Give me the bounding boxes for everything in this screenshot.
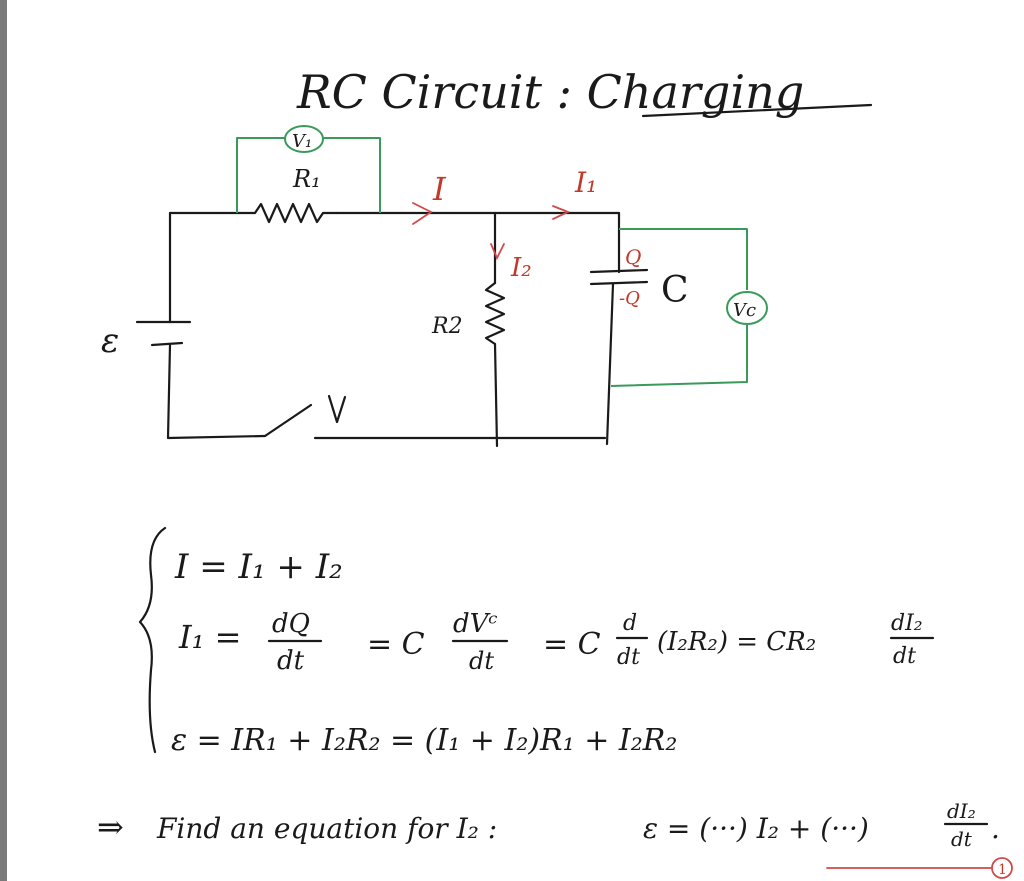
r1-label: R₁ <box>292 165 321 193</box>
switch-blade <box>263 403 313 438</box>
find-equation-prompt: ⇒ Find an equation for I₂ : ε = (···) I₂… <box>97 799 1000 851</box>
svg-text:dVᶜ: dVᶜ <box>453 609 498 639</box>
implies-arrow: ⇒ <box>97 808 124 846</box>
resistor-r1 <box>237 202 339 224</box>
capacitor-label: C <box>661 270 689 311</box>
equation-emf-loop: ε = IR₁ + I₂R₂ = (I₁ + I₂)R₁ + I₂R₂ <box>171 723 677 758</box>
current-i2-arrow <box>490 243 505 261</box>
title-underline <box>641 103 873 118</box>
voltmeter-vc <box>726 291 768 325</box>
equation-number-marker: 1 <box>826 857 1013 879</box>
svg-text:dt: dt <box>277 646 305 676</box>
svg-text:dt: dt <box>951 827 973 851</box>
current-i2-label: I₂ <box>510 253 532 283</box>
equation-current-capacitor: I₁ = dQ dt = C dVᶜ dt = C d dt (I₂R₂) = … <box>178 609 935 676</box>
svg-text:dI₂: dI₂ <box>947 799 976 823</box>
resistor-r2 <box>484 281 506 346</box>
svg-text:dQ: dQ <box>272 609 310 639</box>
main-circuit <box>135 202 649 448</box>
svg-text:dt: dt <box>893 644 916 669</box>
prompt-text: Find an equation for I₂ : <box>156 812 497 845</box>
voltmeter-v1-label: V₁ <box>292 131 312 152</box>
svg-text:(I₂R₂) = CR₂: (I₂R₂) = CR₂ <box>657 627 816 657</box>
r2-label: R2 <box>431 314 463 339</box>
svg-text:= C: = C <box>543 627 601 662</box>
current-annotations: I I₁ I₂ Q -Q <box>412 166 641 309</box>
prompt-rhs: ε = (···) I₂ + (···) <box>643 812 869 845</box>
emf-label: ε <box>101 321 119 361</box>
capacitor-top-plate <box>589 268 649 274</box>
current-i-arrow <box>412 202 433 225</box>
cap-positive-charge: Q <box>625 245 641 269</box>
battery-short-plate <box>150 341 184 347</box>
voltmeter-vc-label: Vc <box>733 300 756 321</box>
svg-text:dt: dt <box>617 645 640 670</box>
svg-text:= C: = C <box>367 627 425 662</box>
current-i1-label: I₁ <box>574 166 597 199</box>
svg-text:d: d <box>623 611 637 636</box>
cap-negative-charge: -Q <box>619 288 640 309</box>
svg-text:1: 1 <box>998 862 1007 878</box>
current-i1-arrow <box>552 205 571 220</box>
voltmeter-vc-wiring: Vc <box>610 228 768 387</box>
equation-system-brace <box>138 526 167 754</box>
svg-text:dt: dt <box>469 647 494 675</box>
capacitor-bottom-plate <box>589 280 649 286</box>
svg-text:I₁ =: I₁ = <box>178 618 241 656</box>
voltmeter-v1-wiring: V₁ <box>236 125 381 213</box>
current-i-label: I <box>432 170 447 208</box>
diagram-svg: RC Circuit : Charging V₁ <box>97 65 1013 879</box>
page-title: RC Circuit : Charging <box>296 65 804 119</box>
svg-text:dI₂: dI₂ <box>891 611 923 636</box>
svg-text:.: . <box>991 812 1000 845</box>
equation-current-sum: I = I₁ + I₂ <box>174 547 343 587</box>
voltmeter-v1 <box>284 125 324 153</box>
